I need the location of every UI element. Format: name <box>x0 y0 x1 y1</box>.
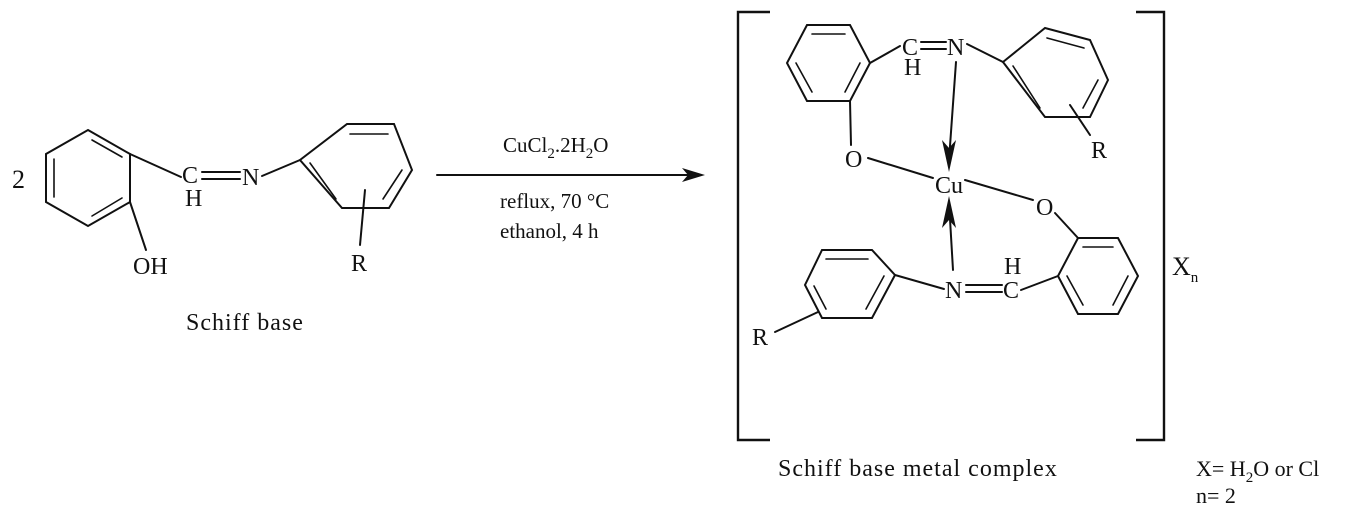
upper-substituent-label: R <box>1091 138 1107 164</box>
upper-phenoxide-ring <box>785 24 872 102</box>
upper-coordination-bond <box>948 61 957 161</box>
lower-substituent-label: R <box>752 325 768 351</box>
imine-carbon-label: C <box>182 163 198 189</box>
schiff-base-structure: 2 OH C H N R Schiff base <box>12 123 414 336</box>
lower-aryl-ring <box>803 249 897 319</box>
aryl-ring <box>298 123 414 209</box>
upper-imine-carbon-label: C <box>902 35 918 61</box>
nitrogen-to-aryl-bond <box>261 159 301 177</box>
metal-complex-caption: Schiff base metal complex <box>778 456 1058 482</box>
upper-substituent-bond <box>1069 104 1091 136</box>
imine-nitrogen-label: N <box>242 165 259 191</box>
upper-coordination-arrowhead <box>942 140 956 172</box>
copper-center-label: Cu <box>935 173 963 199</box>
phenol-ring <box>45 128 131 228</box>
lower-imine-to-ring-bond <box>1020 275 1059 291</box>
substituent-bond <box>359 189 366 246</box>
ring-to-imine-bond <box>129 153 182 178</box>
upper-imine-hydrogen-label: H <box>904 55 921 81</box>
counterion-label: Xn <box>1172 252 1199 286</box>
upper-phenoxide-o-bond <box>849 100 852 146</box>
lower-imine-carbon-label: C <box>1003 278 1019 304</box>
upper-n-to-aryl-bond <box>966 43 1004 63</box>
lower-coordination-arrowhead <box>942 196 956 228</box>
upper-nitrogen-label: N <box>947 35 964 61</box>
upper-aryl-ring <box>1001 26 1110 118</box>
reaction-arrow-group: CuCl2.2H2O reflux, 70 °C ethanol, 4 h <box>436 133 705 243</box>
stoichiometric-coefficient: 2 <box>12 165 25 194</box>
n-definition: n= 2 <box>1196 483 1236 508</box>
condition-temperature: reflux, 70 °C <box>500 189 609 213</box>
schiff-base-caption: Schiff base <box>186 310 304 336</box>
lower-substituent-bond <box>774 311 819 333</box>
upper-o-to-cu-bond <box>867 157 934 179</box>
legend-notes: X= H2O or Cl n= 2 <box>1196 456 1319 508</box>
reaction-arrow-head <box>682 168 705 182</box>
lower-oxygen-label: O <box>1036 195 1053 221</box>
cu-to-lower-o-bond <box>964 179 1034 201</box>
substituent-label: R <box>351 251 367 277</box>
left-bracket <box>736 10 770 442</box>
lower-n-to-aryl-bond <box>894 274 945 290</box>
right-bracket <box>1136 10 1166 442</box>
imine-hydrogen-label: H <box>185 186 202 212</box>
metal-complex-structure: O C H N R Cu O <box>736 10 1199 482</box>
lower-o-to-ring-bond <box>1054 212 1079 239</box>
x-definition: X= H2O or Cl <box>1196 456 1319 486</box>
upper-ring-to-imine-bond <box>869 45 901 64</box>
hydroxyl-bond <box>129 201 147 251</box>
reagent-label: CuCl2.2H2O <box>503 133 608 162</box>
hydroxyl-label: OH <box>133 254 168 280</box>
lower-phenoxide-ring <box>1056 237 1140 315</box>
upper-oxygen-label: O <box>845 147 862 173</box>
condition-solvent-time: ethanol, 4 h <box>500 219 599 243</box>
lower-nitrogen-label: N <box>945 278 962 304</box>
lower-imine-hydrogen-label: H <box>1004 254 1021 280</box>
